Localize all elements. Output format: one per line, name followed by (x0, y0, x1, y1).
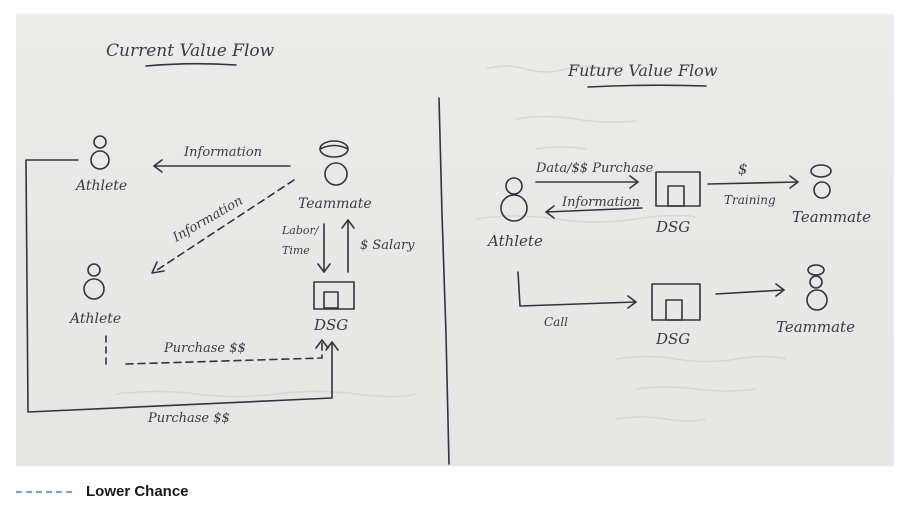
future-athlete-figure (500, 177, 528, 222)
information-arrow-label: Information (183, 145, 262, 160)
athlete-top-label: Athlete (74, 178, 127, 194)
call-arrow (517, 271, 637, 307)
future-athlete-label: Athlete (486, 232, 543, 250)
future-information-arrow (545, 207, 643, 213)
dollar-label: $ (738, 160, 748, 178)
panel-divider (438, 97, 450, 465)
right-title-underline (587, 84, 707, 88)
call-label: Call (544, 315, 568, 329)
information-diagonal-dashed-arrow (153, 179, 295, 273)
purchase-dashed-arrow (125, 339, 323, 365)
purchase-dashed-label: Purchase $$ (163, 341, 246, 356)
legend-label: Lower Chance (86, 483, 189, 500)
sketch-diagram: Current Value Flow Athlete Athlete Teamm… (25, 41, 871, 465)
future-dsg-bottom-icon (651, 283, 701, 321)
teammate-label: Teammate (298, 196, 372, 212)
purchase-bottom-label: Purchase $$ (147, 411, 230, 426)
athlete-top-figure (90, 135, 110, 170)
dsg-to-teammate-arrow (715, 289, 785, 295)
future-teammate-bottom-figure (806, 264, 828, 311)
training-arrow (707, 181, 799, 185)
left-title-underline (145, 62, 237, 67)
labor-time-label-1: Labor/ (281, 224, 320, 237)
future-dsg-top-icon (655, 171, 701, 207)
labor-time-label-2: Time (282, 244, 310, 257)
future-teammate-top-label: Teammate (792, 208, 871, 226)
data-purchase-label: Data/$$ Purchase (535, 161, 654, 176)
future-teammate-bottom-label: Teammate (776, 318, 855, 336)
purchase-loop-arrow (25, 159, 333, 413)
ghost-marks (115, 65, 787, 422)
athlete-bottom-figure (83, 263, 105, 300)
athlete-bottom-label: Athlete (68, 311, 121, 327)
training-label: Training (724, 193, 776, 207)
future-information-label: Information (561, 195, 640, 210)
teammate-figure (319, 140, 349, 186)
legend: Lower Chance (16, 483, 189, 500)
left-title: Current Value Flow (106, 41, 275, 61)
salary-label: $ Salary (360, 238, 415, 253)
legend-dashed-line (16, 490, 72, 493)
future-teammate-top-figure (810, 164, 832, 199)
whiteboard-photo: Current Value Flow Athlete Athlete Teamm… (16, 14, 894, 466)
future-dsg-bottom-label: DSG (655, 330, 690, 348)
future-dsg-top-label: DSG (655, 218, 690, 236)
dsg-label: DSG (313, 316, 348, 334)
right-title: Future Value Flow (567, 61, 718, 80)
dsg-store-icon (313, 281, 355, 310)
